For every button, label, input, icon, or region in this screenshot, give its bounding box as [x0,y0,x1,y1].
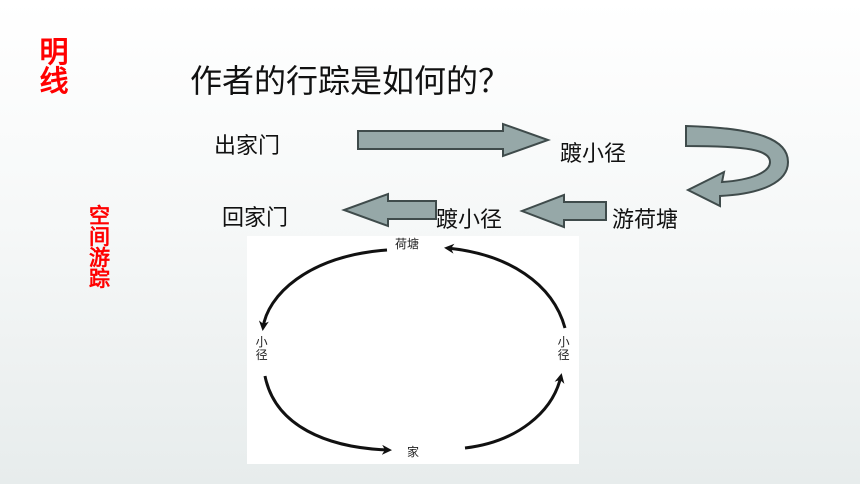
cycle-arrow-top-left [258,248,388,331]
route-node-path-out: 踱小径 [560,142,627,167]
mingxian-label: 明线 [39,35,69,98]
spatial-trail-label: 空间游踪 [89,204,111,291]
cycle-arrow-right-top [444,243,567,329]
question-title: 作者的行踪是如何的？ [190,62,511,100]
cycle-label-path-left: 小径 [255,335,268,362]
arrow-curve-icon [685,124,790,208]
cycle-arrows [258,243,567,455]
cycle-label-pond: 荷塘 [395,237,420,251]
route-node-path-back: 踱小径 [436,208,503,233]
route-node-end: 回家门 [222,206,289,231]
route-node-pond: 游荷塘 [612,208,679,233]
cycle-arrow-left-bottom [263,375,392,455]
cycle-label-path-right: 小径 [557,335,570,362]
cycle-arrow-bottom-right [464,373,565,450]
arrow-left-icon [519,193,607,229]
cycle-label-home: 家 [407,445,420,459]
arrow-right-icon [357,122,551,158]
route-node-start: 出家门 [214,134,281,159]
arrow-left-icon [341,192,437,228]
cycle-diagram: 荷塘 小径 小径 家 [247,236,579,464]
